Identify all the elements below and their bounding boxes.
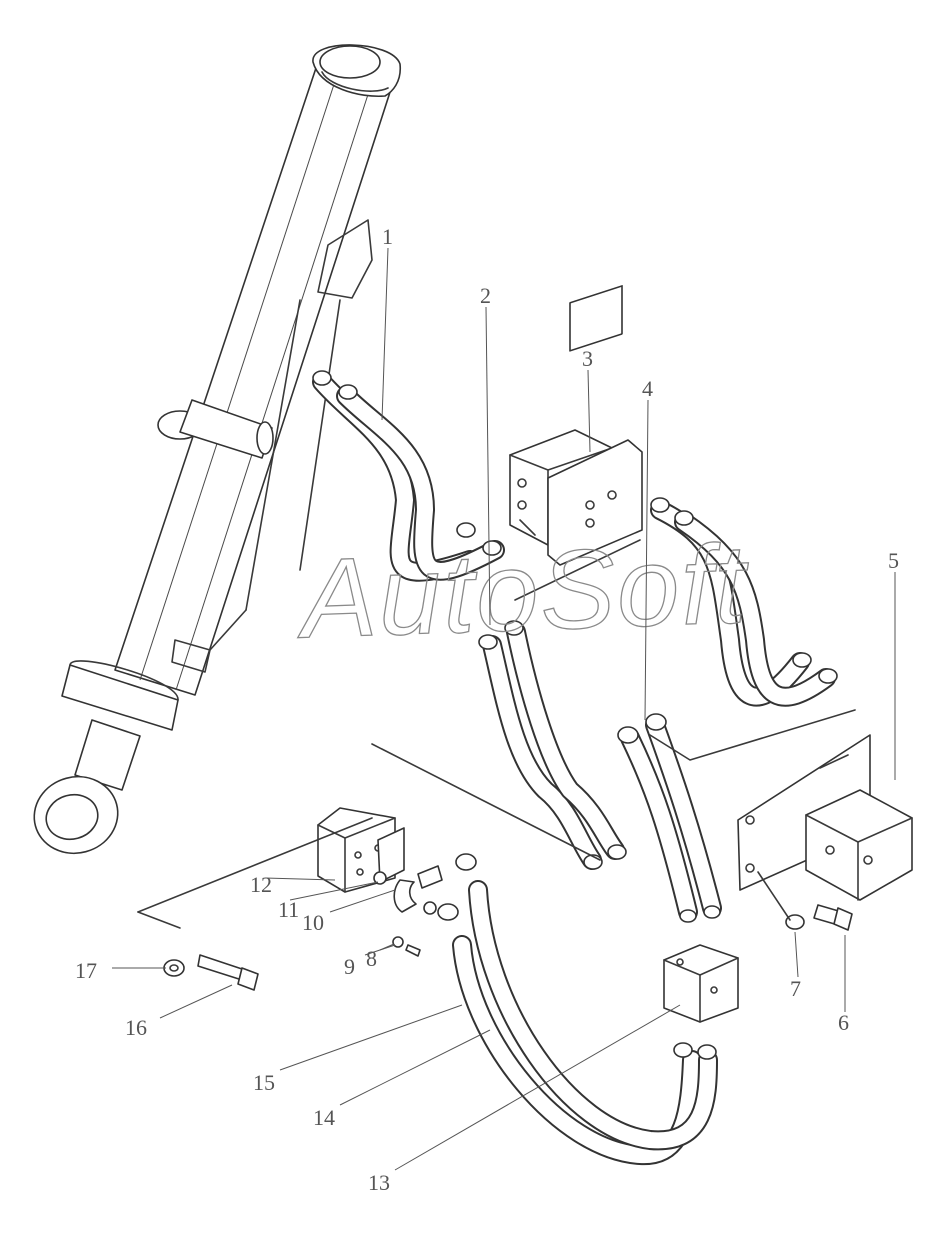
manifold-block-12 [317, 743, 601, 893]
fastener-8-9 [392, 936, 421, 957]
callout-1: 1 [382, 224, 393, 249]
callout-3: 3 [582, 346, 593, 371]
callout-13: 13 [368, 1170, 390, 1195]
callout-16: 16 [125, 1015, 147, 1040]
callout-7: 7 [790, 976, 801, 1001]
callout-6: 6 [838, 1010, 849, 1035]
callout-10: 10 [302, 910, 324, 935]
clamp-10 [373, 865, 443, 915]
callout-labels: 1 2 3 4 5 6 7 8 9 10 11 12 13 14 15 16 1… [75, 224, 899, 1195]
bolt-16-washer-17 [137, 817, 373, 991]
hydraulic-cylinder [33, 44, 402, 855]
callout-11: 11 [278, 897, 299, 922]
callout-4: 4 [642, 376, 653, 401]
hose-pair-1 [312, 370, 505, 582]
callout-2: 2 [480, 283, 491, 308]
lower-hoses [437, 853, 718, 1166]
callout-8: 8 [366, 946, 377, 971]
callout-14: 14 [313, 1105, 335, 1130]
leader-lines [112, 247, 896, 1171]
watermark-text: AutoSoft [294, 521, 752, 662]
hose-pair-4 [617, 709, 856, 923]
manifold-block-13 [663, 944, 739, 1023]
hose-pair-right [650, 497, 838, 707]
bolt-6-washer-7 [757, 871, 853, 931]
callout-17: 17 [75, 958, 97, 983]
hose-pair-2 [478, 620, 627, 870]
callout-12: 12 [250, 872, 272, 897]
callout-15: 15 [253, 1070, 275, 1095]
valve-block-3 [509, 285, 643, 601]
callout-5: 5 [888, 548, 899, 573]
valve-block-5 [737, 734, 913, 901]
callout-9: 9 [344, 954, 355, 979]
